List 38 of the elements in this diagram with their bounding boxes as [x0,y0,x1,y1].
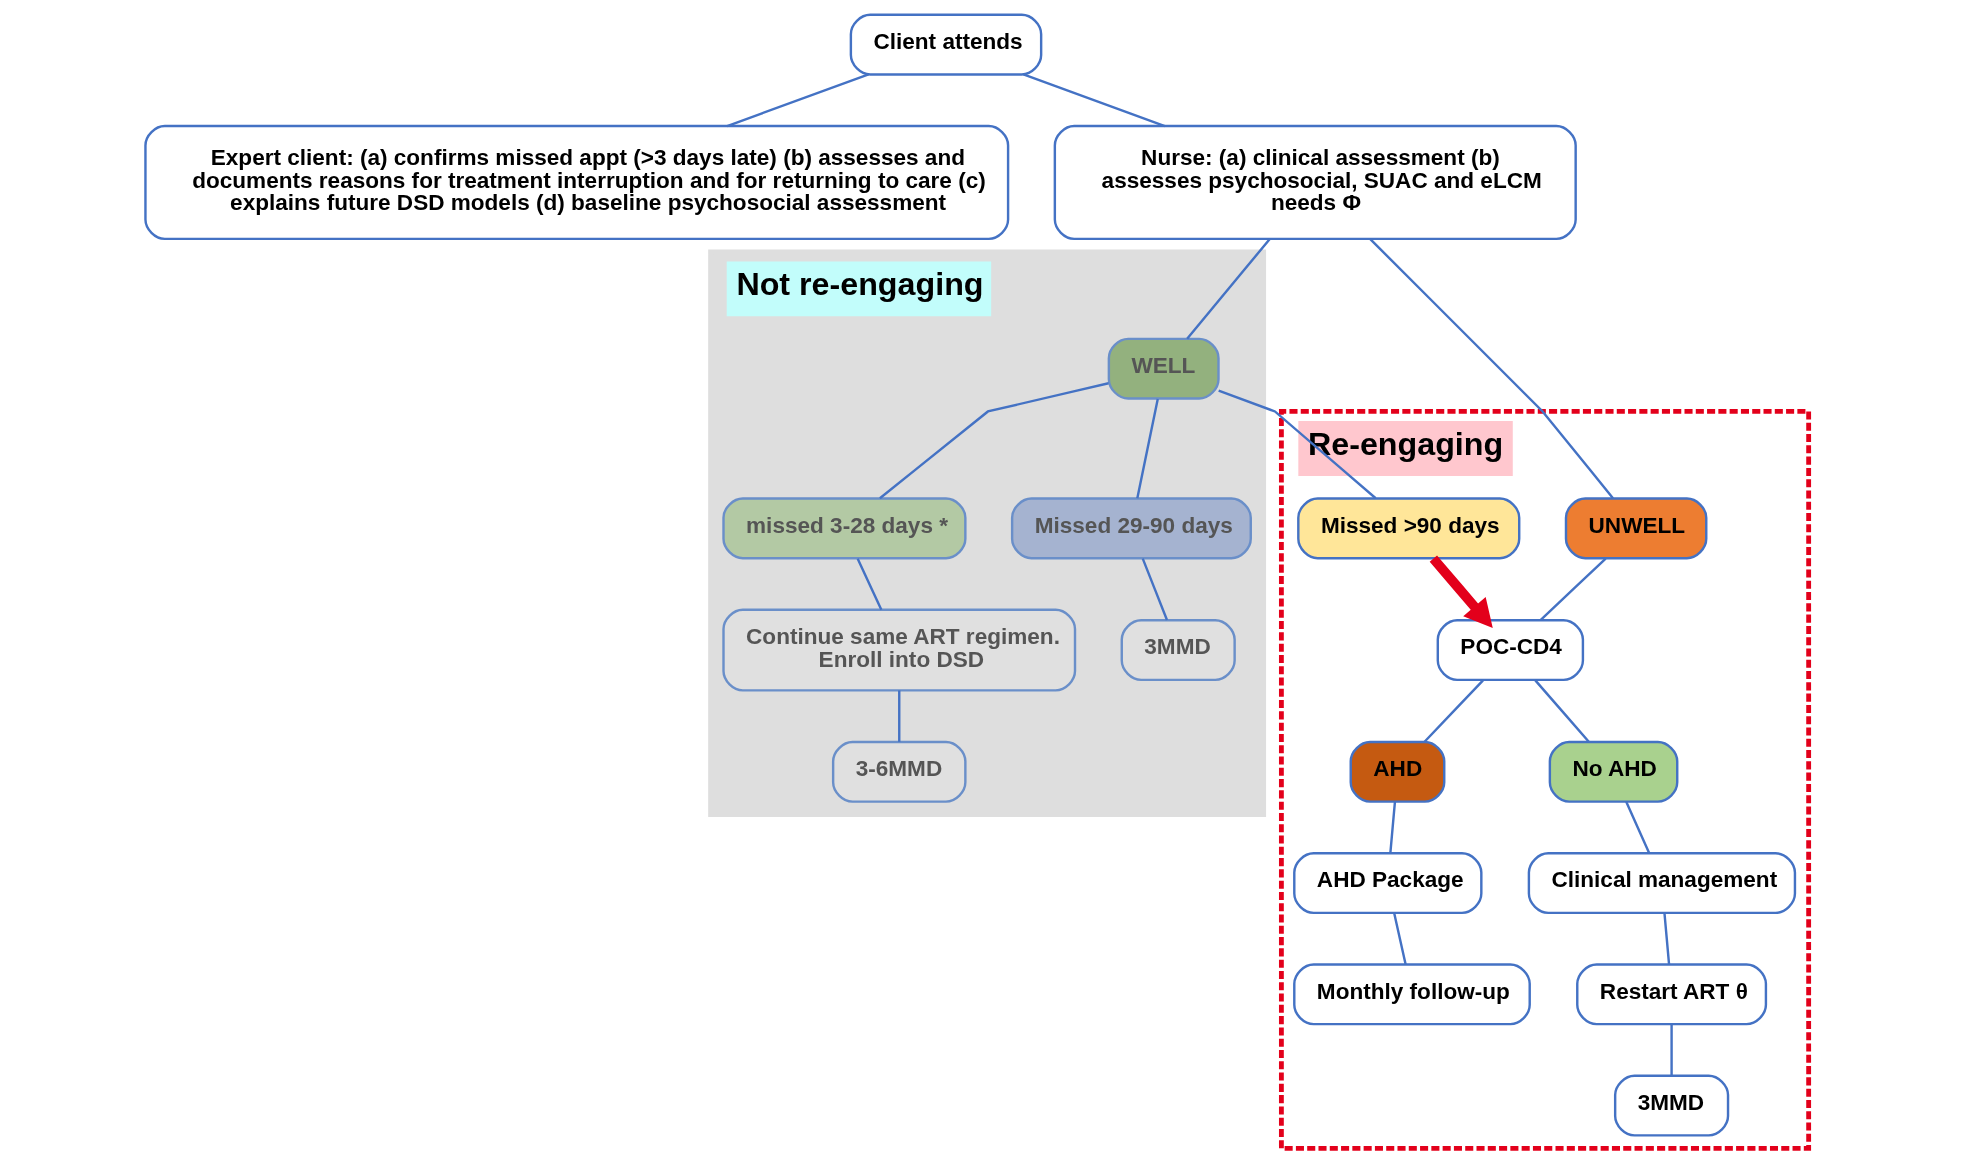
node-box: Continue same ART regimen. Enroll into DSD [722,608,1077,692]
connector [1369,238,1614,499]
connector [726,73,869,128]
connector [856,558,883,611]
node-box: missed 3-28 days * [722,497,967,560]
connector [1023,73,1166,128]
connector [1136,398,1159,499]
node-box: Missed >90 days [1297,497,1521,560]
node-box: Client attends [849,13,1043,76]
connector [1663,912,1671,965]
node-box: Clinical management [1527,852,1797,915]
connector [898,690,901,742]
node-box: Expert client: (a) confirms missed appt (>3 days late) (b) assesses and documents reasons for treatment interruption and for returning to care (c) explains future DSD models (d) baseline psychosocial assessment [144,124,1010,241]
connector [1670,1024,1673,1076]
connector [1186,238,1271,340]
node-box: AHD [1349,740,1446,803]
arrow [1429,555,1493,628]
connector [1539,557,1607,621]
node-box: Restart ART θ [1576,963,1768,1026]
node-box: No AHD [1548,740,1679,803]
connector [1423,679,1484,743]
node-box: WELL [1107,337,1220,400]
node-box: 3MMD [1120,619,1236,682]
node-box: UNWELL [1564,497,1708,560]
connector [1392,912,1407,965]
node-box: Monthly follow-up [1293,963,1531,1026]
node-box: 3MMD [1613,1074,1730,1137]
node-box: Missed 29-90 days [1010,497,1252,560]
connector [1534,679,1590,743]
node-box: AHD Package [1293,852,1483,915]
node-box: POC-CD4 [1436,619,1585,682]
node-box: 3-6MMD [831,740,967,803]
connector [1218,389,1377,500]
node-box: Nurse: (a) clinical assessment (b) assesses psychosocial, SUAC and eLCM needs Φ [1053,124,1577,241]
connector [1389,801,1397,853]
connector [1141,558,1169,621]
connector [1625,801,1651,854]
connector [879,382,1109,500]
